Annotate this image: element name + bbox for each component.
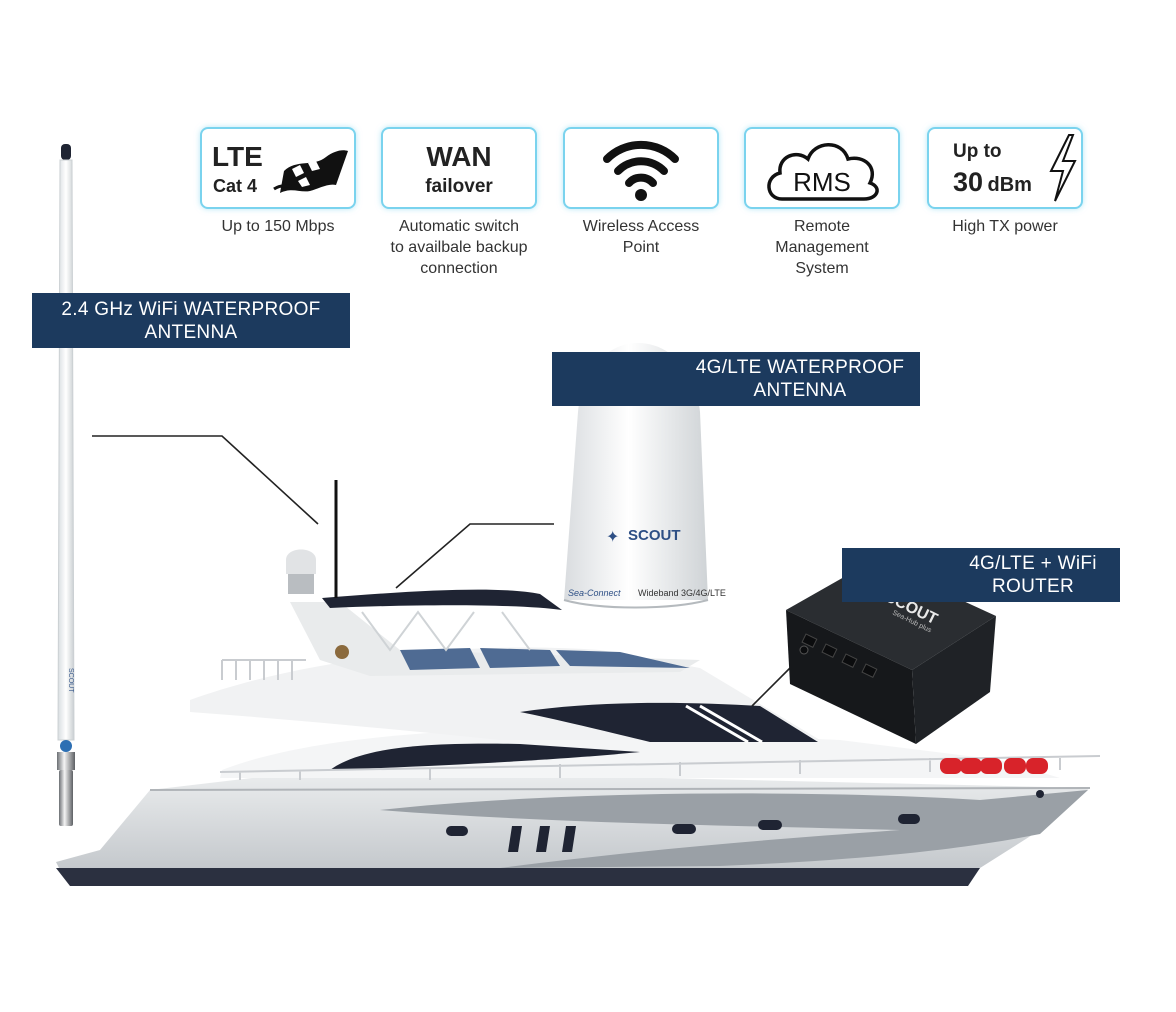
feature-wan-caption-1: Automatic switch: [398, 218, 520, 235]
wifi-whip-antenna: SCOUT: [57, 144, 75, 826]
lightning-icon: [1049, 134, 1077, 202]
dome-brand-label: SCOUT: [628, 527, 681, 544]
feature-wan-subtitle: failover: [425, 176, 493, 197]
feature-lte-caption: Up to 150 Mbps: [221, 218, 335, 235]
lte-flag-icon: [273, 150, 348, 193]
feature-rms-caption-1: Remote: [793, 218, 851, 235]
banner-router-line2: ROUTER: [991, 576, 1075, 597]
feature-power-number: 30: [953, 167, 984, 197]
whip-brand-label: SCOUT: [67, 668, 74, 693]
feature-rms: RMS Remote Management System: [744, 127, 900, 279]
banner-lte-antenna-line1: 4G/LTE WATERPROOF: [695, 357, 905, 378]
feature-wifi: Wireless Access Point: [563, 127, 719, 258]
feature-lte-box: LTE Cat 4: [200, 127, 356, 209]
feature-power-caption: High TX power: [952, 218, 1058, 235]
feature-wan-title: WAN: [426, 141, 492, 172]
feature-power-upto: Up to: [953, 141, 1002, 162]
feature-power: Up to 30 dBm High TX power: [927, 127, 1083, 237]
feature-lte: LTE Cat 4 Up to 150 Mbps: [200, 127, 356, 237]
feature-wifi-caption-2: Point: [622, 239, 660, 256]
banner-wifi-antenna-line1: 2.4 GHz WiFi WATERPROOF: [61, 298, 321, 320]
feature-wan-caption-3: connection: [420, 260, 498, 277]
feature-power-unit: dBm: [987, 174, 1032, 196]
banner-lte-antenna-line2: ANTENNA: [753, 380, 847, 401]
feature-rms-box: RMS: [744, 127, 900, 209]
banner-wifi-antenna: 2.4 GHz WiFi WATERPROOF ANTENNA: [32, 293, 350, 348]
leader-lines: [92, 435, 791, 707]
feature-power-value: 30 dBm: [953, 167, 1032, 198]
feature-wifi-caption-1: Wireless Access: [582, 218, 700, 235]
feature-lte-title: LTE: [212, 141, 263, 172]
yacht-superstructure: [190, 480, 1101, 852]
feature-rms-caption-2: Management: [775, 239, 869, 256]
banner-wifi-antenna-line2: ANTENNA: [144, 321, 238, 343]
banner-router-line1: 4G/LTE + WiFi: [969, 553, 1097, 574]
feature-power-box: Up to 30 dBm: [927, 127, 1083, 209]
dome-line1-label: Sea-Connect: [568, 588, 621, 598]
feature-rms-title: RMS: [793, 167, 851, 197]
feature-wan: WAN failover Automatic switch to availba…: [381, 127, 537, 279]
dome-line2-label: Wideband 3G/4G/LTE: [638, 588, 726, 598]
cloud-icon: [767, 143, 879, 201]
feature-rms-caption-3: System: [795, 260, 849, 277]
feature-wan-caption-2: to availbale backup: [390, 239, 528, 256]
dome-star-icon: ✦: [606, 529, 619, 546]
router-model-label: Sea-Hub plus: [891, 610, 933, 635]
wifi-icon: [603, 140, 679, 201]
feature-wifi-box: [563, 127, 719, 209]
banner-lte-antenna: 4G/LTE WATERPROOF ANTENNA: [552, 352, 920, 406]
feature-lte-subtitle: Cat 4: [213, 176, 258, 196]
feature-wan-box: WAN failover: [381, 127, 537, 209]
banner-router: 4G/LTE + WiFi ROUTER: [842, 548, 1120, 602]
yacht-hull: [56, 770, 1091, 886]
